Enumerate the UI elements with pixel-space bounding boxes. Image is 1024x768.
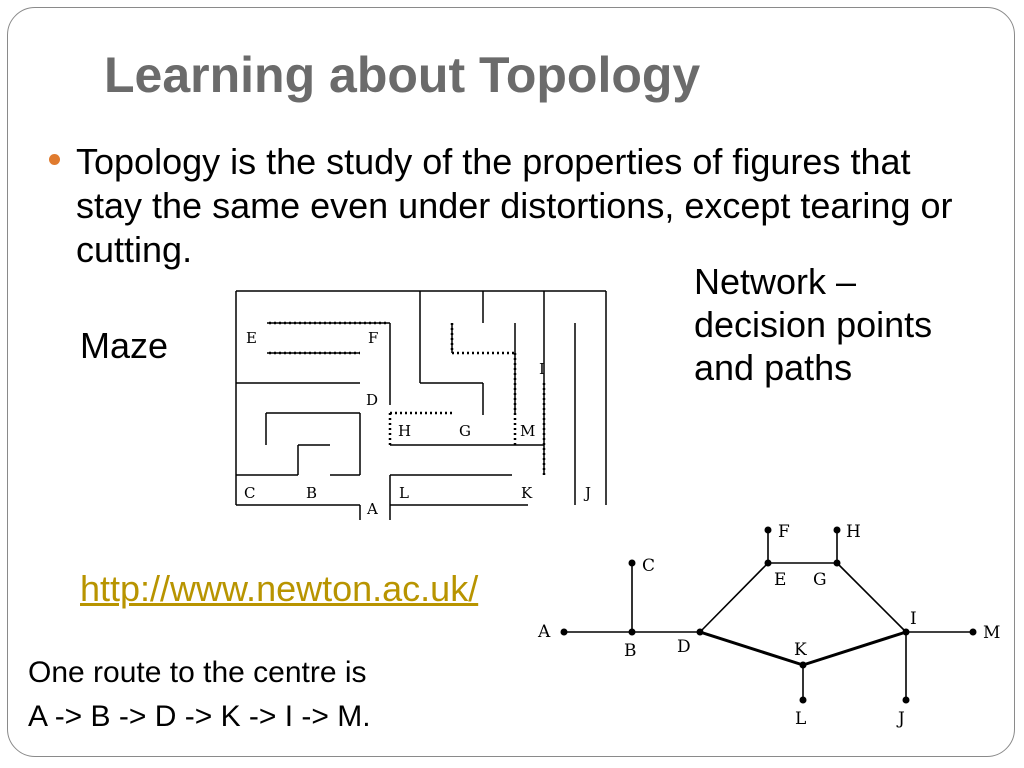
network-node-h (833, 526, 841, 534)
maze-letter-l: L (399, 484, 409, 502)
maze-label: Maze (80, 325, 169, 366)
route-text-line2: A -> B -> D -> K -> I -> M. (28, 700, 371, 733)
network-label-i: I (910, 609, 917, 629)
maze-walls (235, 290, 607, 520)
slide-title: Learning about Topology (104, 47, 701, 103)
network-edge-k-i (802, 630, 907, 667)
network-node-d (696, 628, 704, 636)
maze-letter-h: H (398, 422, 411, 440)
network-edge-d-k (699, 630, 804, 667)
network-node-c (628, 559, 636, 567)
maze-letter-m: M (520, 422, 535, 440)
network-edge-d-e (699, 562, 769, 633)
network-node-l (799, 696, 807, 704)
network-label-e: E (774, 570, 786, 590)
maze-letter-d: D (366, 391, 378, 409)
network-node-g (833, 559, 841, 567)
network-node-m (969, 628, 977, 636)
maze-letter-c: C (244, 484, 255, 502)
network-label-j: J (896, 709, 905, 729)
network-label-l: L (795, 709, 806, 729)
network-label-k: K (794, 640, 807, 660)
bullet-text: Topology is the study of the properties … (76, 141, 953, 270)
network-node-j (902, 696, 910, 704)
network-node-e (764, 559, 772, 567)
network-node-k (799, 661, 807, 669)
maze-letter-e: E (246, 329, 257, 347)
slide-frame (7, 7, 1015, 757)
network-node-b (628, 628, 636, 636)
bullet-icon (49, 154, 60, 165)
network-node-i (902, 628, 910, 636)
network-edge-g-i (836, 562, 907, 633)
source-link[interactable]: http://www.newton.ac.uk/ (80, 568, 479, 609)
maze-letter-j: J (583, 484, 591, 502)
network-label: Network – decision points and paths (694, 261, 933, 388)
network-label-d: D (677, 637, 691, 657)
network-label-f: F (778, 522, 790, 542)
maze-letter-a: A (366, 500, 378, 518)
network-label-a: A (537, 622, 551, 642)
maze-letter-f: F (368, 329, 378, 347)
network-label-c: C (642, 556, 655, 576)
network-label-g: G (813, 570, 827, 590)
network-label-h: H (846, 522, 861, 542)
maze-letter-b: B (306, 484, 317, 502)
maze-route (269, 321, 546, 475)
maze-letter-k: K (521, 484, 533, 502)
network-label-m: M (983, 623, 1000, 643)
network-label-b: B (624, 641, 637, 661)
network-node-a (560, 628, 568, 636)
network-node-f (764, 526, 772, 534)
route-text-line1: One route to the centre is (28, 656, 367, 689)
maze-letter-g: G (459, 422, 471, 440)
maze-letter-i: I (539, 360, 545, 378)
